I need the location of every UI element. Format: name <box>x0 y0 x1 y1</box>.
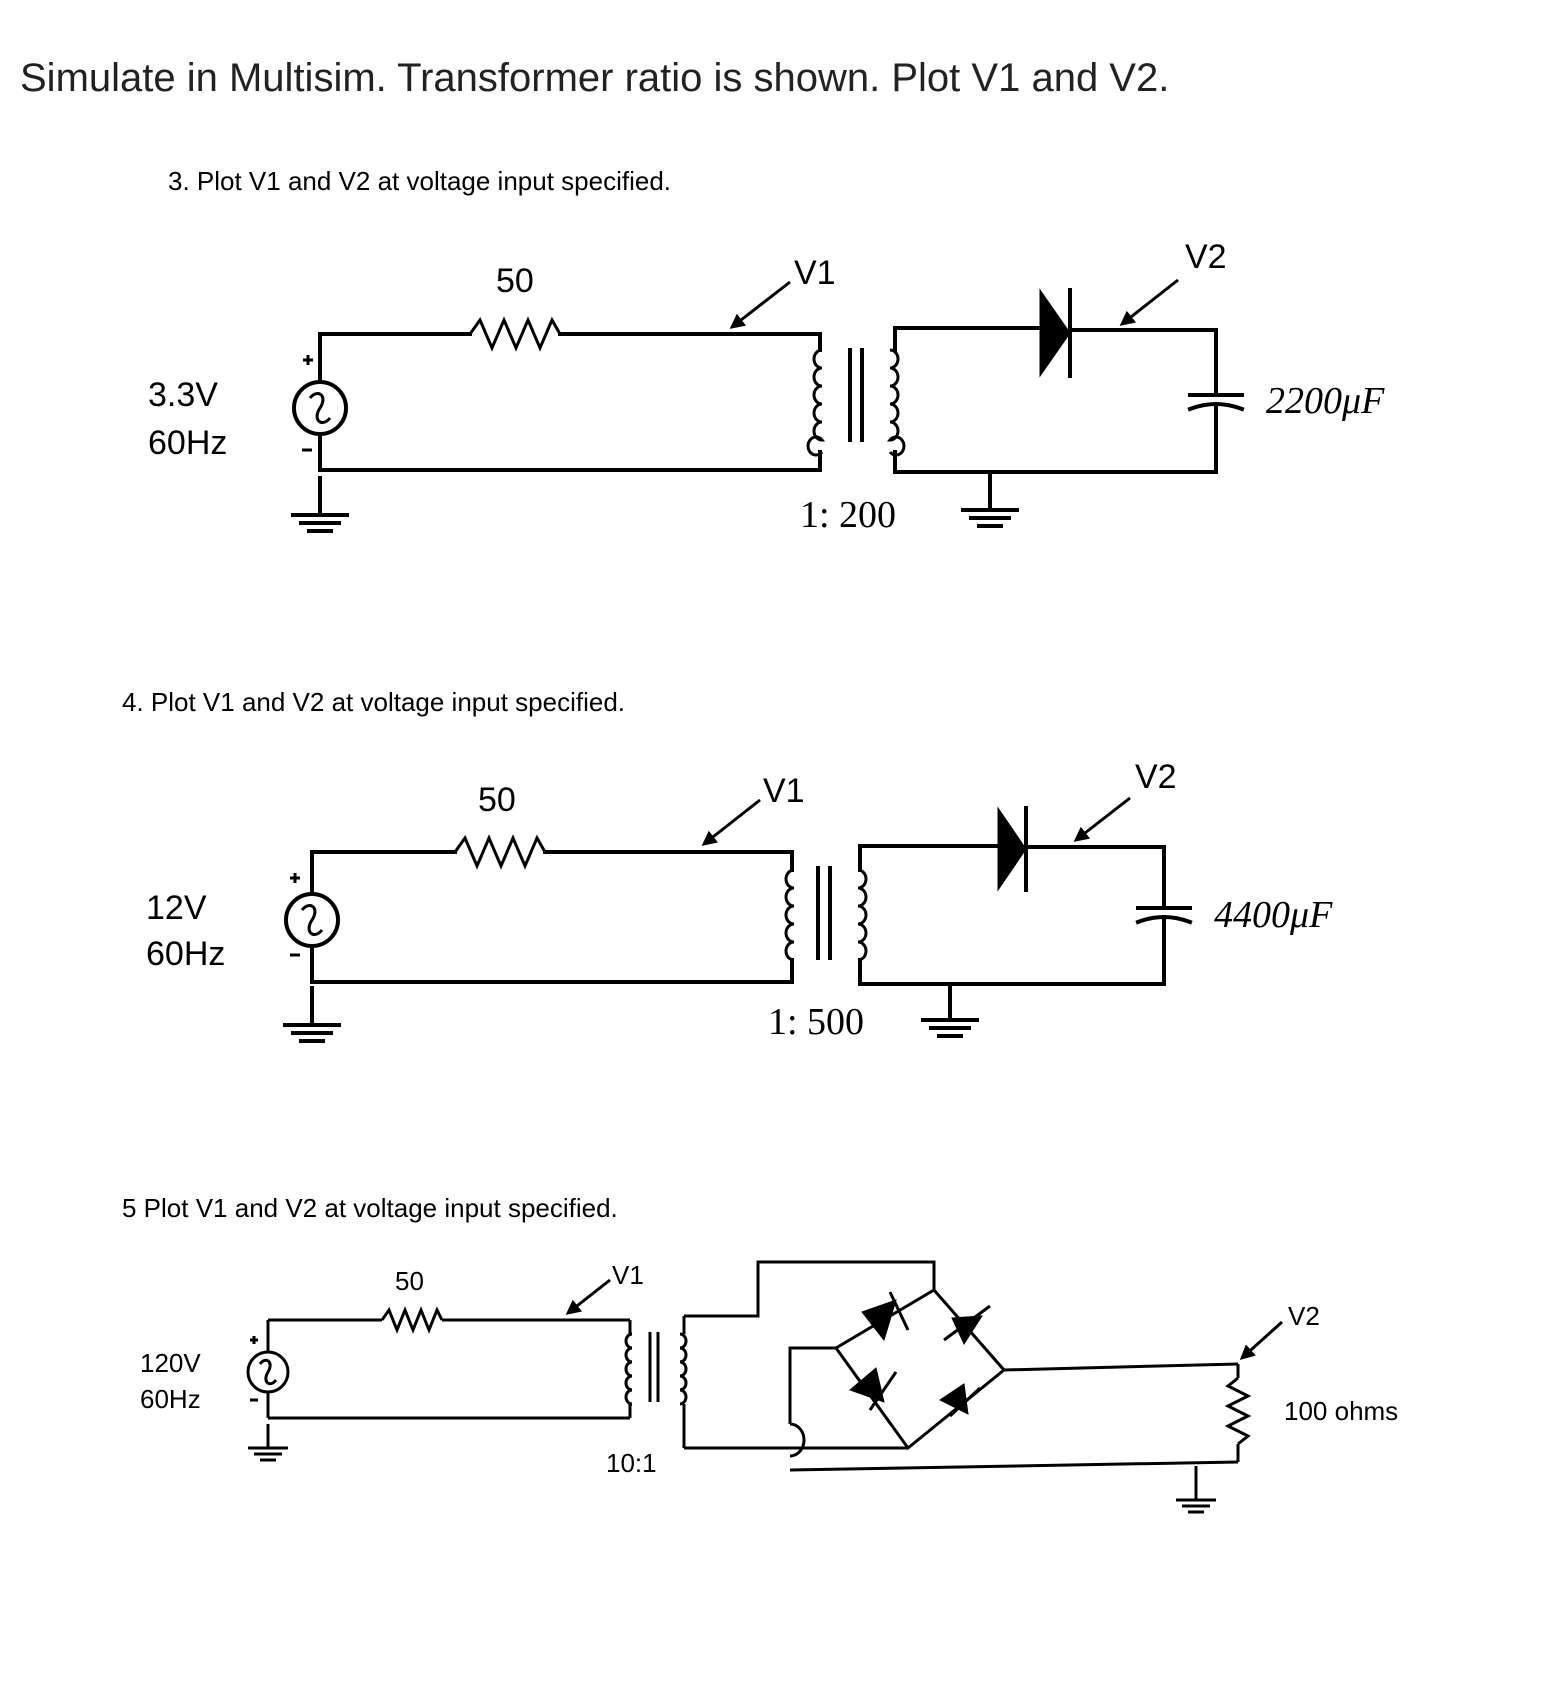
problem-5-source-frequency: 60Hz <box>140 1384 201 1414</box>
problem-4-transformer-icon <box>784 844 868 986</box>
problem-5-v2-arrow <box>1239 1320 1284 1361</box>
problem-4-secondary-ground-icon <box>921 982 979 1038</box>
problem-5-bridge-rectifier-icon <box>834 1288 1007 1451</box>
problem-3-ac-source-icon <box>292 332 348 472</box>
problem-3-circuit <box>291 278 1245 533</box>
problem-5-heading: 5 Plot V1 and V2 at voltage input specif… <box>122 1193 618 1223</box>
problem-4-resistor-icon <box>453 834 547 870</box>
problem-5-source-voltage: 120V <box>140 1348 201 1378</box>
problem-3-secondary-ground-icon <box>961 470 1019 528</box>
page-title: Simulate in Multisim. Transformer ratio … <box>20 56 1170 100</box>
problem-4-v1-label: V1 <box>763 772 805 810</box>
problem-5-v1-arrow <box>565 1278 611 1315</box>
problem-3-capacitor-label: 2200μF <box>1266 380 1385 422</box>
problem-4-diode-icon <box>997 806 1028 892</box>
problem-5-ground-icon <box>248 1424 288 1462</box>
problem-3-resistor-icon <box>468 316 562 352</box>
problem-3-resistor-label: 50 <box>496 262 534 300</box>
problem-3-v1-arrow <box>729 280 791 329</box>
problem-4-capacitor-label: 4400μF <box>1214 894 1333 936</box>
problem-3-source-frequency: 60Hz <box>148 424 228 462</box>
problem-4-transformer-ratio: 1: 500 <box>768 1001 865 1043</box>
problem-3-diode-icon <box>1039 288 1072 378</box>
problem-4-resistor-label: 50 <box>478 781 516 819</box>
problem-3-ground-icon <box>291 476 349 533</box>
problem-4-circuit <box>283 796 1193 1043</box>
problem-4-source-voltage: 12V <box>146 889 207 927</box>
problem-4-ac-source-icon <box>284 850 340 984</box>
problem-4-v1-arrow <box>701 798 761 846</box>
problem-3-v2-label: V2 <box>1185 238 1227 276</box>
problem-4-ground-icon <box>283 986 341 1043</box>
problem-5-resistor-label: 50 <box>395 1266 424 1296</box>
problem-4-v2-label: V2 <box>1135 758 1177 796</box>
problem-3-heading: 3. Plot V1 and V2 at voltage input speci… <box>168 166 672 196</box>
problem-5-load-resistor-icon <box>1224 1376 1252 1446</box>
problem-5-ac-source-icon <box>246 1320 290 1418</box>
problem-5-transformer-ratio: 10:1 <box>606 1448 657 1478</box>
problem-4-v2-arrow <box>1073 796 1131 842</box>
problem-3-v1-label: V1 <box>794 254 836 292</box>
problem-5-transformer-icon <box>624 1316 688 1448</box>
problem-4-heading: 4. Plot V1 and V2 at voltage input speci… <box>122 687 626 717</box>
problem-5-resistor-load-label: 100 ohms <box>1284 1396 1399 1426</box>
problem-3-transformer-ratio: 1: 200 <box>800 494 897 536</box>
problem-3-v2-arrow <box>1119 278 1179 326</box>
problem-3-transformer-icon <box>806 326 906 474</box>
problem-5-circuit <box>246 1260 1284 1514</box>
problem-5-resistor-icon <box>380 1305 444 1335</box>
problem-5-v2-label: V2 <box>1288 1301 1320 1331</box>
problem-5-v1-label: V1 <box>612 1260 644 1290</box>
problem-4-source-frequency: 60Hz <box>146 935 226 973</box>
problem-3-source-voltage: 3.3V <box>148 376 218 414</box>
problem-5-secondary-ground-icon <box>1176 1466 1216 1514</box>
